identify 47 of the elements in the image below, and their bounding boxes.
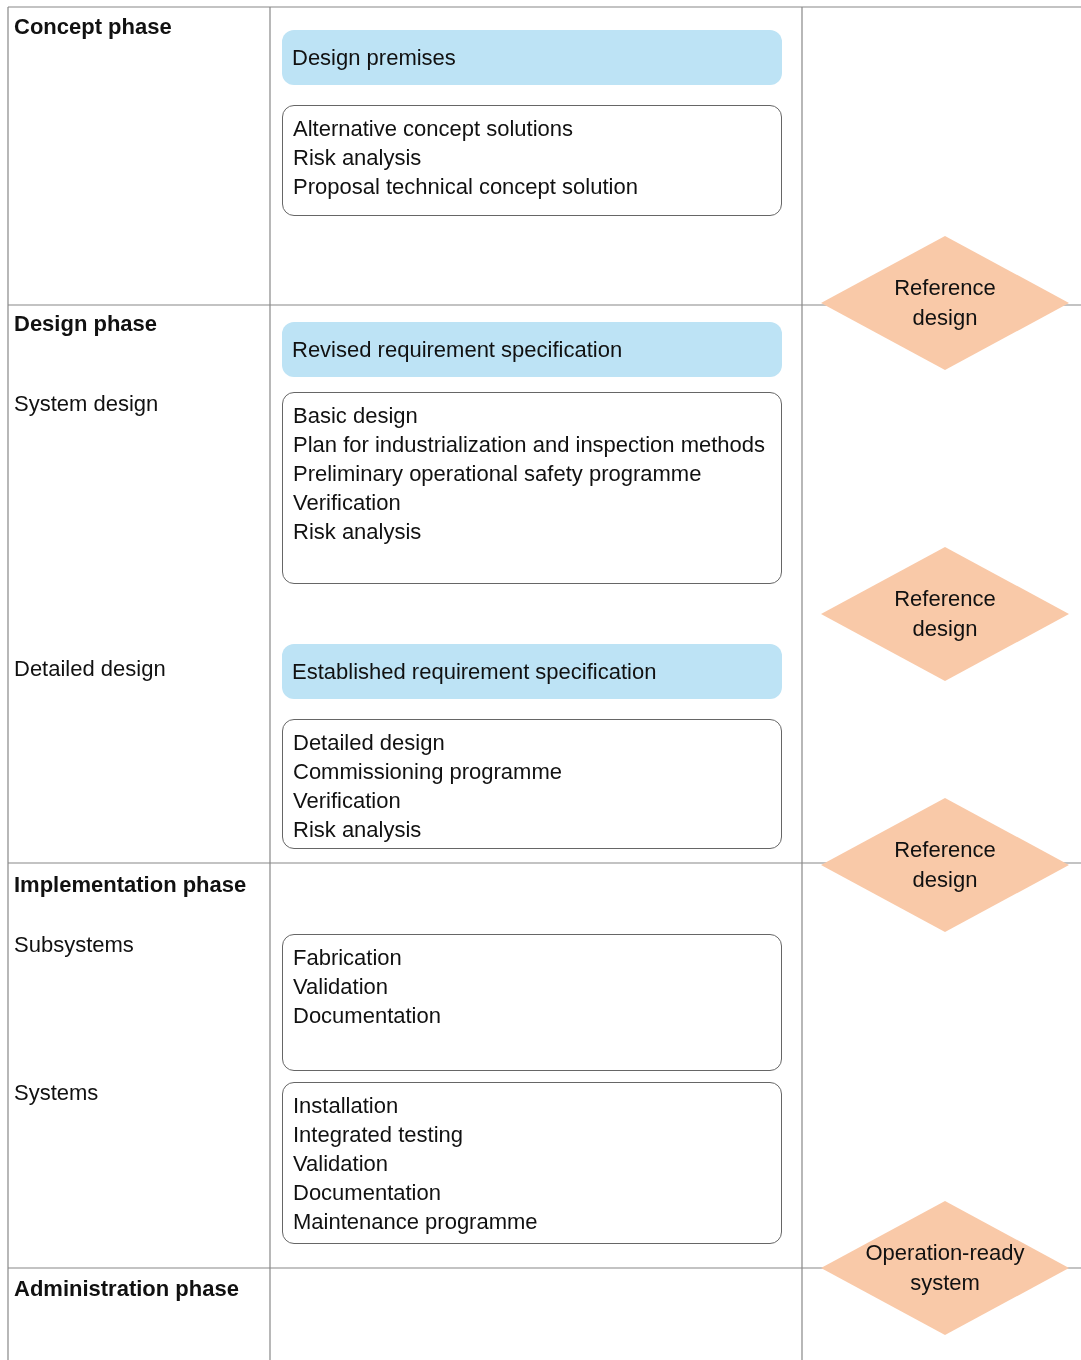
- box-text: Detailed design: [293, 729, 446, 757]
- box-text: Installation: [293, 1092, 400, 1120]
- box-text: Established requirement specification: [292, 658, 657, 686]
- box-text: Maintenance programme: [293, 1208, 539, 1236]
- box-text: Validation: [293, 973, 389, 1001]
- milestone-label: Reference design: [893, 836, 997, 894]
- box-text: Alternative concept solutions: [293, 115, 575, 143]
- phase-heading: Administration phase: [14, 1276, 239, 1302]
- box-text: Validation: [293, 1150, 389, 1178]
- box-text: Verification: [293, 489, 402, 517]
- box-text: Risk analysis: [293, 816, 423, 844]
- phase-heading: Design phase: [14, 311, 158, 337]
- activity-box: [282, 392, 782, 584]
- subphase-label: Detailed design: [14, 656, 166, 682]
- box-text: Commissioning programme: [293, 758, 563, 786]
- subphase-label: Subsystems: [14, 932, 134, 958]
- milestone-diamond: [821, 236, 1069, 370]
- milestone-label: Reference design: [893, 585, 997, 643]
- box-text: Documentation: [293, 1002, 442, 1030]
- box-text: Risk analysis: [293, 144, 423, 172]
- box-text: Preliminary operational safety programme: [293, 460, 703, 488]
- box-text: Basic design: [293, 402, 419, 430]
- activity-box: [282, 105, 782, 216]
- box-text: Verification: [293, 787, 402, 815]
- subphase-label: System design: [14, 391, 159, 417]
- box-text: Design premises: [292, 44, 456, 72]
- box-text: Plan for industrialization and inspection methods: [293, 431, 767, 459]
- phase-heading: Concept phase: [14, 14, 172, 40]
- box-text: Proposal technical concept solution: [293, 173, 639, 201]
- phase-heading: Implementation phase: [14, 872, 247, 898]
- box-text: Risk analysis: [293, 518, 423, 546]
- activity-box: [282, 719, 782, 849]
- milestone-diamond: [821, 1201, 1069, 1335]
- activity-box: [282, 1082, 782, 1244]
- activity-box: [282, 934, 782, 1071]
- subphase-label: Systems: [14, 1080, 99, 1106]
- specification-box: [282, 322, 782, 377]
- specification-box: [282, 30, 782, 85]
- box-text: Revised requirement specification: [292, 336, 623, 364]
- milestone-label: Operation-ready system: [864, 1239, 1026, 1297]
- milestone-diamond: [821, 798, 1069, 932]
- milestone-diamond: [821, 547, 1069, 681]
- box-text: Integrated testing: [293, 1121, 464, 1149]
- box-text: Fabrication: [293, 944, 403, 972]
- specification-box: [282, 644, 782, 699]
- milestone-label: Reference design: [893, 274, 997, 332]
- box-text: Documentation: [293, 1179, 442, 1207]
